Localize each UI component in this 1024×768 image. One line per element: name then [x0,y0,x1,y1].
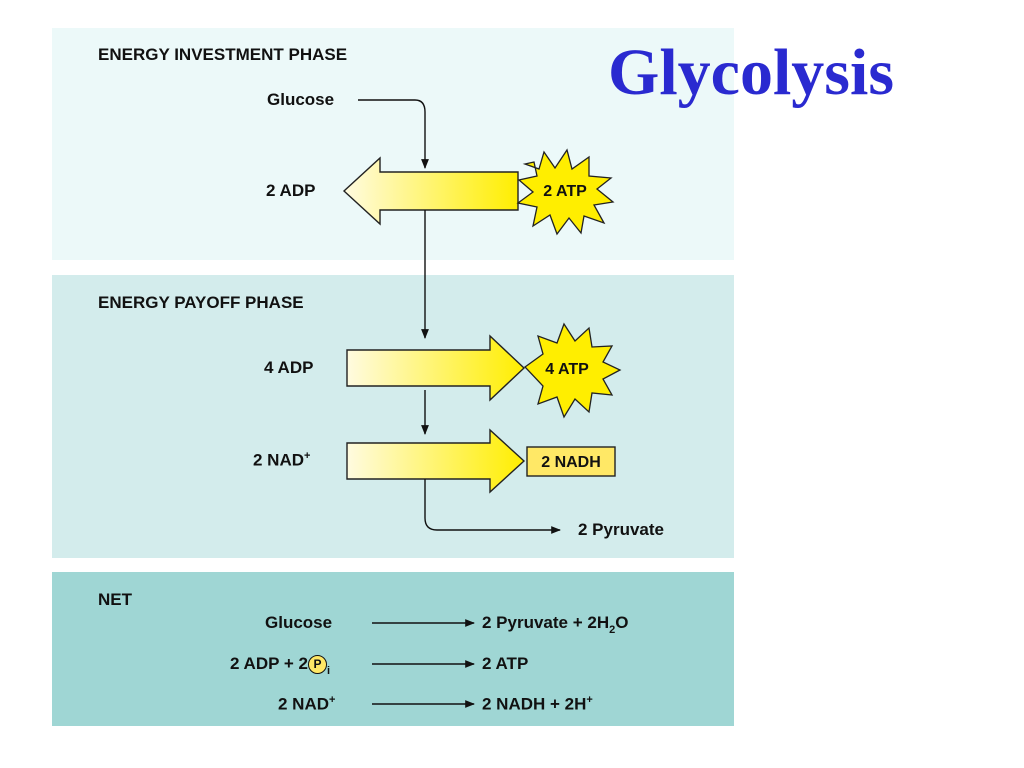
adp-label-investment: 2 ADP [266,181,316,200]
nad-label: 2 NAD+ [253,450,311,470]
net-row1-right: 2 Pyruvate + 2H2O [482,613,629,637]
atp-star-investment [516,148,615,236]
atp-label-payoff: 4 ATP [545,361,589,378]
page-title: Glycolysis [608,36,895,109]
payoff-heading: ENERGY PAYOFF PHASE [98,293,304,312]
payoff-atp-arrow [346,334,526,402]
glucose-arrow [358,99,429,169]
investment-phase-panel [52,28,734,260]
glucose-label: Glucose [267,90,335,109]
phosphate-circle: P [307,655,327,674]
investment-heading: ENERGY INVESTMENT PHASE [98,45,348,64]
net-row3-right: 2 NADH + 2H+ [482,694,593,714]
nadh-box [526,446,616,477]
atp-label-investment: 2 ATP [543,183,587,200]
adp-label-payoff: 4 ADP [264,358,314,377]
net-row3-left: 2 NAD+ [278,694,336,714]
net-panel [52,572,734,726]
net-row2-right: 2 ATP [482,654,529,673]
payoff-nadh-arrow [346,428,526,494]
nadh-label: 2 NADH [541,454,601,471]
investment-arrow [342,156,519,226]
payoff-phase-panel [52,275,734,558]
pyruvate-arrow [424,479,561,534]
net-row1-left: Glucose [265,613,333,632]
pyruvate-label: 2 Pyruvate [578,520,664,539]
net-heading: NET [98,590,132,609]
atp-star-payoff [524,322,622,419]
